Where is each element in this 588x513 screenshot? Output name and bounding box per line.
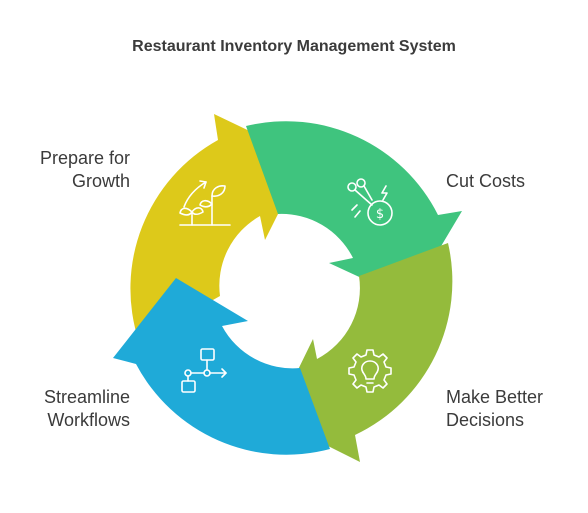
stage-label-growth-line1: Prepare for [39, 148, 130, 168]
lightbulb-gear-icon [348, 349, 392, 393]
stage-label-costs-line1: Cut Costs [446, 171, 526, 191]
cost-cutting-icon: $ [347, 178, 393, 226]
stage-label-workflows-line1: Streamline [43, 387, 130, 407]
growth-plant-icon [179, 180, 231, 226]
stage-label-decisions-line2: Decisions [446, 410, 525, 430]
segment-costs [246, 121, 462, 301]
diagram-title: Restaurant Inventory Management System [132, 38, 456, 55]
stage-label-growth: Prepare for Growth [40, 147, 130, 193]
stage-label-decisions: Make Better Decisions [446, 386, 543, 432]
svg-text:$: $ [376, 207, 384, 222]
stage-label-costs: Cut Costs [446, 170, 525, 193]
segment-decisions [274, 243, 453, 462]
segment-workflows [113, 278, 330, 455]
stage-label-decisions-line1: Make Better [446, 387, 544, 407]
stage-label-workflows: Streamline Workflows [44, 386, 130, 432]
workflow-icon [181, 348, 227, 393]
stage-label-workflows-line2: Workflows [47, 410, 130, 430]
stage-label-growth-line2: Growth [71, 171, 130, 191]
